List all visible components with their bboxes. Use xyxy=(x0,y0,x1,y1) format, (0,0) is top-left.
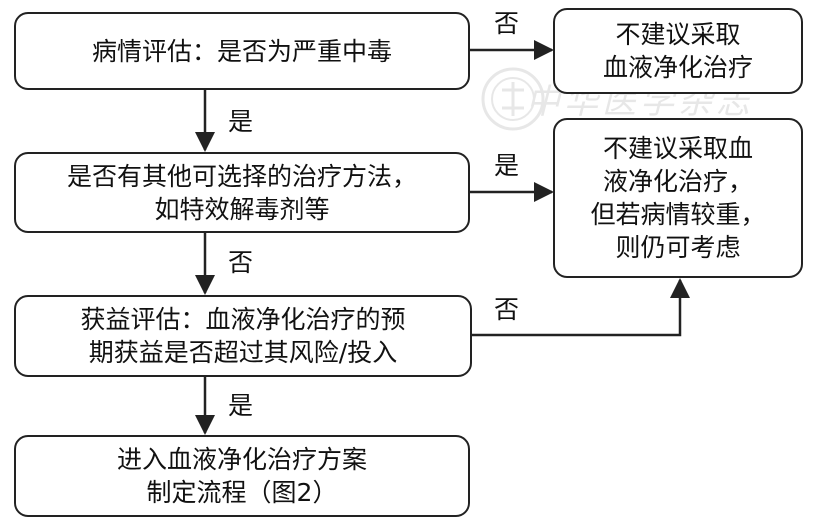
node-text-line: 期获益是否超过其风险/投入 xyxy=(88,338,398,367)
node-benefit-assessment: 获益评估：血液净化治疗的预 期获益是否超过其风险/投入 xyxy=(14,295,472,377)
node-text-line: 是否有其他可选择的治疗方法， xyxy=(66,161,417,191)
node-text-line: 液净化治疗， xyxy=(602,167,753,196)
edge-label-alt-no: 否 xyxy=(228,248,254,277)
node-text-line: 进入血液净化治疗方案 xyxy=(116,445,367,474)
node-text-line: 病情评估：是否为严重中毒 xyxy=(91,36,392,66)
node-text-line: 如特效解毒剂等 xyxy=(154,194,330,224)
node-text-line: 则仍可考虑 xyxy=(615,233,741,262)
edge-label-assess-no: 否 xyxy=(494,9,520,38)
node-no-blood-purification: 不建议采取 血液净化治疗 xyxy=(553,8,803,94)
node-enter-treatment-plan: 进入血液净化治疗方案 制定流程（图2） xyxy=(14,435,470,517)
node-text-line: 不建议采取血 xyxy=(602,134,753,163)
node-text-line: 不建议采取 xyxy=(615,20,741,49)
node-alternative-treatment: 是否有其他可选择的治疗方法， 如特效解毒剂等 xyxy=(14,152,470,233)
arrow-benefit-to-no xyxy=(472,278,690,337)
node-text-line: 制定流程（图2） xyxy=(146,478,338,507)
edge-label-alt-yes: 是 xyxy=(494,151,520,180)
node-text-line: 血液净化治疗 xyxy=(602,53,753,82)
edge-label-benefit-no: 否 xyxy=(494,295,520,324)
edge-label-assess-yes: 是 xyxy=(228,107,254,136)
node-text-line: 获益评估：血液净化治疗的预 xyxy=(80,305,406,334)
seal-icon xyxy=(481,67,545,131)
node-text-line: 但若病情较重， xyxy=(590,200,766,229)
node-no-blood-purification-consider: 不建议采取血 液净化治疗， 但若病情较重， 则仍可考虑 xyxy=(553,118,803,278)
node-assess: 病情评估：是否为严重中毒 xyxy=(14,12,470,90)
edge-label-benefit-yes: 是 xyxy=(228,391,254,420)
